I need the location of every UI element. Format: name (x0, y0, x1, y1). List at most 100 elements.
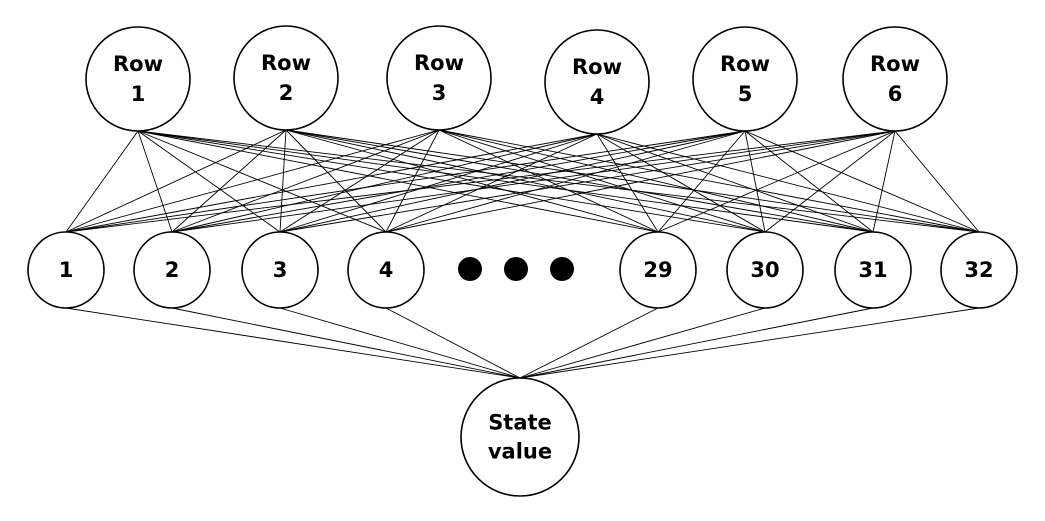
ellipsis-dot (458, 257, 482, 281)
edge (137, 130, 874, 233)
edge (137, 130, 766, 233)
node-circle (726, 231, 804, 309)
node-label: Row (572, 55, 622, 79)
edge (171, 130, 896, 233)
edge (137, 130, 659, 233)
edge (519, 307, 980, 379)
node-circle (692, 26, 798, 132)
edge (279, 130, 746, 233)
edge (65, 133, 598, 233)
edge (596, 133, 980, 233)
edge (137, 130, 173, 233)
edge (285, 129, 659, 233)
ellipsis-dots (458, 257, 574, 281)
edge (65, 129, 440, 233)
edge (137, 130, 387, 233)
node-label: 4 (590, 85, 605, 109)
edge (385, 129, 440, 233)
node-circle (27, 231, 105, 309)
edge (764, 130, 896, 233)
node-label: 31 (858, 258, 887, 282)
node-label: State (488, 411, 552, 435)
node-circle (460, 377, 580, 497)
hidden-node-hidden-32: 32 (940, 231, 1018, 309)
edge (65, 130, 139, 233)
edge (596, 133, 766, 233)
ellipsis-dot (550, 257, 574, 281)
node-circle (619, 231, 697, 309)
edge (171, 133, 598, 233)
node-label: 5 (738, 82, 753, 106)
edge (285, 129, 874, 233)
edge (279, 130, 896, 233)
input-node-row-3: Row 3 (386, 25, 492, 131)
edge (171, 130, 746, 233)
edge (894, 130, 980, 233)
edge (596, 133, 874, 233)
node-label: 1 (59, 258, 74, 282)
hidden-node-hidden-3: 3 (241, 231, 319, 309)
node-circle (940, 231, 1018, 309)
edge (744, 130, 874, 233)
edge (744, 130, 980, 233)
edge (65, 307, 521, 379)
edge (279, 129, 440, 233)
edge (872, 130, 896, 233)
node-label: 6 (888, 82, 903, 106)
edge (657, 130, 896, 233)
edge (285, 129, 387, 233)
node-circle (85, 26, 191, 132)
edge (657, 130, 746, 233)
node-label: value (488, 440, 552, 464)
node-label: 2 (165, 258, 180, 282)
edge (137, 130, 281, 233)
node-label: 32 (964, 258, 993, 282)
connection-edges (65, 129, 980, 379)
edge (519, 307, 659, 379)
hidden-node-hidden-4: 4 (347, 231, 425, 309)
node-circle (386, 25, 492, 131)
node-circle (834, 231, 912, 309)
node-label: 4 (379, 258, 394, 282)
node-label: 1 (131, 82, 146, 106)
edge (285, 129, 766, 233)
node-circle (544, 29, 650, 135)
edge (438, 129, 766, 233)
node-circle (241, 231, 319, 309)
node-label: 3 (432, 81, 447, 105)
edge (385, 130, 746, 233)
hidden-node-hidden-31: 31 (834, 231, 912, 309)
node-label: Row (870, 52, 920, 76)
hidden-node-hidden-30: 30 (726, 231, 804, 309)
node-circle (133, 231, 211, 309)
edge (438, 129, 980, 233)
edge (385, 130, 896, 233)
node-label: 30 (750, 258, 779, 282)
node-label: 29 (643, 258, 672, 282)
node-label: Row (414, 51, 464, 75)
ellipsis-dot (504, 257, 528, 281)
node-circle (347, 231, 425, 309)
input-node-row-1: Row 1 (85, 26, 191, 132)
input-node-row-4: Row 4 (544, 29, 650, 135)
node-circle (842, 26, 948, 132)
edge (385, 133, 598, 233)
edge (285, 129, 980, 233)
edge (279, 129, 287, 233)
edge (65, 130, 896, 233)
edge (744, 130, 766, 233)
edge (171, 129, 440, 233)
hidden-node-hidden-2: 2 (133, 231, 211, 309)
edge (137, 130, 980, 233)
edge (171, 307, 521, 379)
edge (65, 130, 746, 233)
node-label: Row (113, 52, 163, 76)
edge (519, 307, 766, 379)
input-node-row-6: Row 6 (842, 26, 948, 132)
edge (438, 129, 874, 233)
hidden-node-hidden-29: 29 (619, 231, 697, 309)
edge (385, 307, 521, 379)
node-label: 2 (279, 81, 294, 105)
